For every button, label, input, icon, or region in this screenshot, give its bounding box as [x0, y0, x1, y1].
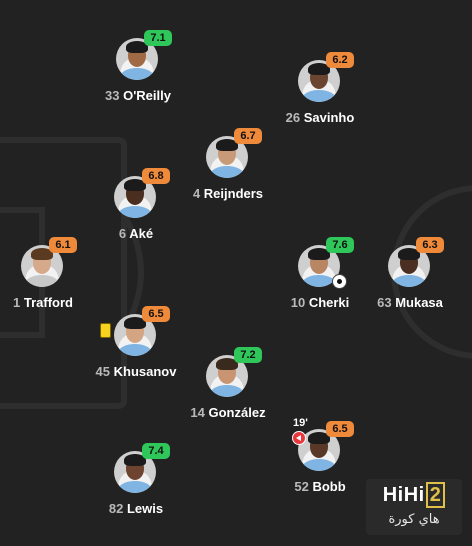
rating-badge-mukasa: 6.3 [416, 237, 444, 253]
rating-badge-oreilly: 7.1 [144, 30, 172, 46]
rating-badge-cherki: 7.6 [326, 237, 354, 253]
player-number-mukasa: 63 [377, 295, 392, 310]
player-name-khusanov: Khusanov [113, 364, 177, 379]
player-reijnders[interactable]: 6.7 4 Reijnders [168, 128, 288, 216]
rating-badge-savinho: 6.2 [326, 52, 354, 68]
player-label-reijnders: 4 Reijnders [168, 186, 288, 201]
player-mukasa[interactable]: 6.3 63 Mukasa [350, 237, 470, 325]
player-number-oreilly: 33 [105, 88, 120, 103]
player-number-gonzalez: 14 [190, 405, 205, 420]
player-label-khusanov: 45 Khusanov [76, 364, 196, 379]
logo-arabic-text: هاي كورة [388, 512, 440, 527]
player-gonzalez[interactable]: 7.2 14 González [168, 347, 288, 435]
player-name-oreilly: O'Reilly [123, 88, 171, 103]
player-name-savinho: Savinho [303, 110, 355, 125]
player-name-mukasa: Mukasa [395, 295, 443, 310]
player-label-bobb: 52 Bobb [260, 479, 380, 494]
player-name-cherki: Cherki [308, 295, 350, 310]
player-savinho[interactable]: 6.2 26 Savinho [260, 52, 380, 140]
player-label-lewis: 82 Lewis [76, 501, 196, 516]
player-lewis[interactable]: 7.4 82 Lewis [76, 443, 196, 531]
rating-badge-lewis: 7.4 [142, 443, 170, 459]
logo-brand-digit: 2 [425, 482, 446, 508]
player-number-savinho: 26 [285, 110, 301, 125]
player-photo-gonzalez [206, 355, 248, 397]
player-name-reijnders: Reijnders [203, 186, 264, 201]
player-name-bobb: Bobb [312, 479, 346, 494]
goal-ball-icon [332, 274, 347, 289]
rating-badge-bobb: 6.5 [326, 421, 354, 437]
player-photo-bobb [298, 429, 340, 471]
player-oreilly[interactable]: 7.1 33 O'Reilly [78, 30, 198, 118]
player-label-oreilly: 33 O'Reilly [78, 88, 198, 103]
player-label-savinho: 26 Savinho [260, 110, 380, 125]
player-label-mukasa: 63 Mukasa [350, 295, 470, 310]
player-label-ake: 6 Aké [76, 226, 196, 241]
rating-badge-gonzalez: 7.2 [234, 347, 262, 363]
player-trafford[interactable]: 6.1 1 Trafford [0, 237, 103, 325]
player-number-ake: 6 [118, 226, 127, 241]
player-name-lewis: Lewis [126, 501, 164, 516]
player-number-reijnders: 4 [192, 186, 201, 201]
rating-badge-ake: 6.8 [142, 168, 170, 184]
player-name-trafford: Trafford [23, 295, 73, 310]
substitution-icon [292, 431, 306, 445]
player-number-lewis: 82 [108, 501, 124, 516]
player-cherki[interactable]: 7.6 10 Cherki [260, 237, 380, 325]
player-label-gonzalez: 14 González [168, 405, 288, 420]
rating-badge-trafford: 6.1 [49, 237, 77, 253]
player-label-trafford: 1 Trafford [0, 295, 103, 310]
yellow-card-icon [100, 323, 111, 338]
rating-badge-reijnders: 6.7 [234, 128, 262, 144]
player-number-trafford: 1 [13, 295, 21, 310]
substitution-minute: 19' [293, 417, 308, 429]
player-name-gonzalez: González [208, 405, 266, 420]
rating-badge-khusanov: 6.5 [142, 306, 170, 322]
player-khusanov[interactable]: 6.5 45 Khusanov [76, 306, 196, 394]
player-number-bobb: 52 [294, 479, 309, 494]
player-label-cherki: 10 Cherki [260, 295, 380, 310]
player-bobb[interactable]: 6.5 19' 52 Bobb [260, 417, 380, 509]
player-number-khusanov: 45 [95, 364, 110, 379]
player-number-cherki: 10 [290, 295, 306, 310]
logo-brand-text: HiHi [382, 484, 425, 506]
player-ake[interactable]: 6.8 6 Aké [76, 168, 196, 256]
player-name-ake: Aké [129, 226, 154, 241]
